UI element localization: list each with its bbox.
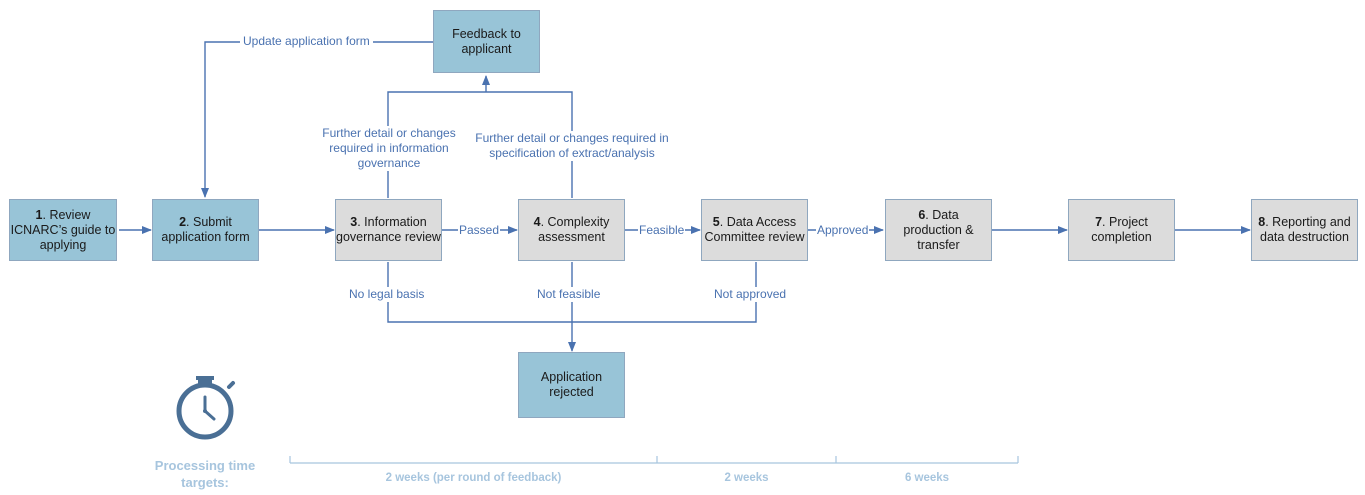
label-spec-changes: Further detail or changes required in sp… [474,131,670,161]
stopwatch-icon [176,376,235,440]
label-no-legal-basis: No legal basis [347,287,427,302]
step-1-review-guide: 1. Review ICNARC’s guide to applying [9,199,117,261]
feedback-to-applicant-box: Feedback to applicant [433,10,540,73]
step-4-complexity-assessment: 4. Complexity assessment [518,199,625,261]
step-3-ig-review: 3. Information governance review [335,199,442,261]
step-8-reporting-destruction: 8. Reporting and data destruction [1251,199,1358,261]
label-approved: Approved [816,223,870,238]
label-update-application-form: Update application form [240,34,373,49]
label-ig-changes: Further detail or changes required in in… [318,126,460,171]
step-2-submit-form: 2. Submit application form [152,199,259,261]
label-not-approved: Not approved [712,287,789,302]
label-not-feasible: Not feasible [535,287,603,302]
label-passed: Passed [458,223,501,238]
step-7-project-completion: 7. Project completion [1068,199,1175,261]
timeline-title: Processing time targets: [154,458,256,490]
timeline-segment-1: 2 weeks (per round of feedback) [385,472,562,484]
application-rejected-box: Application rejected [518,352,625,418]
connector-feedback-to-2 [201,41,433,198]
label-feasible: Feasible [638,223,686,238]
timeline-bracket [289,456,1019,464]
timeline-segment-3: 6 weeks [904,472,950,484]
timeline-segment-2: 2 weeks [724,472,769,484]
step-5-dac-review: 5. Data Access Committee review [701,199,808,261]
step-6-data-production: 6. Data production & transfer [885,199,992,261]
